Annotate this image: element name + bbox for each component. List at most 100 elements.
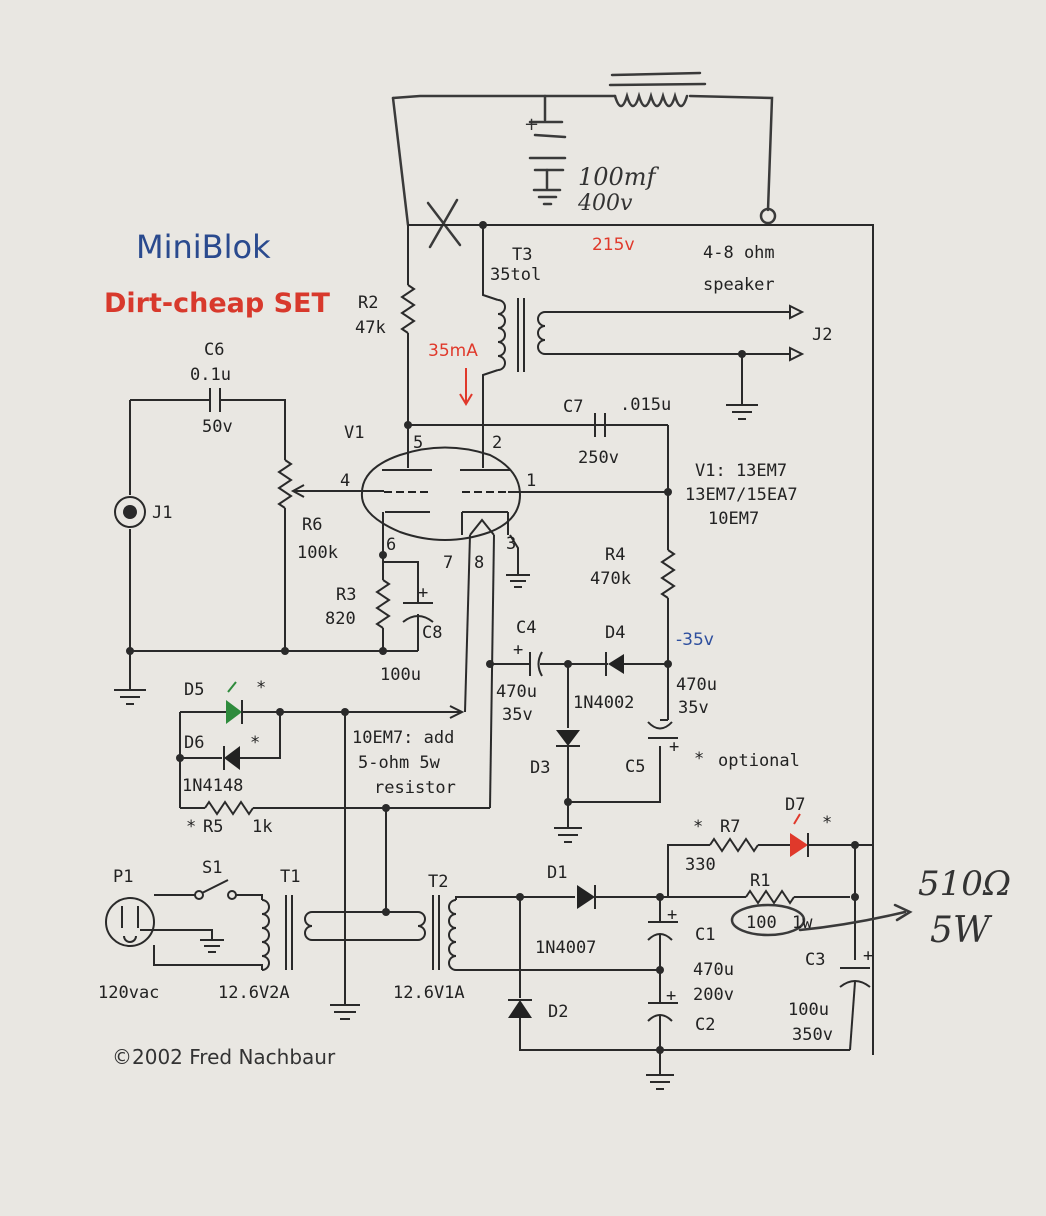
d3-ref: D3	[530, 758, 550, 778]
c2-ref: C2	[695, 1015, 715, 1035]
c3-plus: +	[863, 946, 873, 966]
diagram-subtitle: Dirt-cheap SET	[104, 288, 330, 319]
d7-led-red	[790, 833, 808, 857]
t2-ref: T2	[428, 872, 448, 892]
d5-led-green	[226, 700, 242, 724]
r4-ref: R4	[605, 545, 625, 565]
p1-ref: P1	[113, 867, 133, 887]
r3-value: 820	[325, 609, 356, 629]
bias-voltage: -35v	[676, 630, 714, 650]
d5-ref: D5	[184, 680, 204, 700]
d5-star: *	[256, 678, 266, 698]
tube-types-line3: 10EM7	[708, 509, 759, 529]
c7-value: .015u	[620, 395, 671, 415]
p1-value: 120vac	[98, 983, 159, 1003]
r5-value: 1k	[252, 817, 272, 837]
d7-ref: D7	[785, 795, 805, 815]
hand-resistor-power: 5W	[930, 910, 993, 951]
c6-voltage: 50v	[202, 417, 233, 437]
c1-plus: +	[667, 905, 677, 925]
c7-voltage: 250v	[578, 448, 619, 468]
c3-ref: C3	[805, 950, 825, 970]
c1-ref: C1	[695, 925, 715, 945]
hand-cap-value: 100mf	[578, 163, 660, 191]
hand-plus-mark: +	[524, 114, 539, 135]
s1-ref: S1	[202, 858, 222, 878]
vacuum-tube-v1: V1 5 2 4 1 6 3 7 8 V1: 13EM7 13EM7/15EA7…	[340, 423, 798, 809]
d7-star: *	[822, 813, 832, 833]
cathode-bias-network: + R3 820 C8 100u	[325, 551, 442, 685]
hand-resistor-value: 510Ω	[918, 864, 1011, 904]
output-transformer-t3: T3 35tol 4-8 ohm speaker J2 35mA	[428, 225, 832, 440]
b-plus-voltage: 215v	[592, 235, 635, 255]
d6-star: *	[250, 733, 260, 753]
r7-value: 330	[685, 855, 716, 875]
d2-ref: D2	[548, 1002, 568, 1022]
c5-plus: +	[669, 737, 679, 757]
c4-value: 470u	[496, 682, 537, 702]
mains-input: P1 120vac S1 T1 12.6V2A	[98, 858, 418, 1020]
c4-voltage: 35v	[502, 705, 533, 725]
pin-8: 8	[474, 553, 484, 573]
d1-ref: D1	[547, 863, 567, 883]
pin-1: 1	[526, 471, 536, 491]
r6-ref: R6	[302, 515, 322, 535]
c1-voltage: 200v	[693, 985, 734, 1005]
r5-ref: R5	[203, 817, 223, 837]
r7-ref: R7	[720, 817, 740, 837]
t1-ref: T1	[280, 867, 300, 887]
c5-ref: C5	[625, 757, 645, 777]
c7-ref: C7	[563, 397, 583, 417]
c8-ref: C8	[422, 623, 442, 643]
r4-value: 470k	[590, 569, 631, 589]
tube-types-line1: V1: 13EM7	[695, 461, 787, 481]
c5-voltage: 35v	[678, 698, 709, 718]
d6-value: 1N4148	[182, 776, 243, 796]
c6-ref: C6	[204, 340, 224, 360]
b-plus-rail: R2 47k 215v	[355, 221, 874, 1055]
t2-value: 12.6V1A	[393, 983, 465, 1003]
c8-plus: +	[418, 583, 428, 603]
c4-ref: C4	[516, 618, 536, 638]
d4-ref: D4	[605, 623, 625, 643]
r7-star: *	[693, 817, 703, 837]
plate-current: 35mA	[428, 341, 478, 361]
v1-ref: V1	[344, 423, 364, 443]
diagram-title: MiniBlok	[136, 228, 271, 266]
optional-star: *	[694, 749, 704, 769]
tube-types-line2: 13EM7/15EA7	[685, 485, 798, 505]
r3-ref: R3	[336, 585, 356, 605]
d1-value: 1N4007	[535, 938, 596, 958]
c3-value: 100u	[788, 1000, 829, 1020]
pin-2: 2	[492, 433, 502, 453]
j1-ref: J1	[152, 503, 172, 523]
r6-value: 100k	[297, 543, 338, 563]
pin-4: 4	[340, 471, 350, 491]
note-10em7-line1: 10EM7: add	[352, 728, 454, 748]
pin-7: 7	[443, 553, 453, 573]
pin-6: 6	[386, 535, 396, 555]
hand-cap-voltage: 400v	[577, 191, 633, 216]
t3-ref: T3	[512, 245, 532, 265]
bias-supply: + + C4 470u 35v D4 1N4002 D3 C5 470u 35v…	[486, 618, 800, 843]
note-10em7-line3: resistor	[374, 778, 456, 798]
pin-5: 5	[413, 433, 423, 453]
d4-value: 1N4002	[573, 693, 634, 713]
input-section: C6 0.1u 50v J1 R6 100k	[114, 340, 380, 705]
high-voltage-supply: + + T2 12.6V1A D1 1N4007 D2 C1 470u 200v…	[393, 863, 850, 1090]
r1-ref: R1	[750, 871, 770, 891]
c8-value: 100u	[380, 665, 421, 685]
optional-note: optional	[718, 751, 800, 771]
r1-value: 100	[746, 913, 777, 933]
r2-value: 47k	[355, 318, 386, 338]
c6-value: 0.1u	[190, 365, 231, 385]
c1-value: 470u	[693, 960, 734, 980]
copyright-notice: ©2002 Fred Nachbaur	[112, 1045, 336, 1069]
c3-voltage: 350v	[792, 1025, 833, 1045]
note-10em7-line2: 5-ohm 5w	[358, 753, 441, 773]
feedback-network: C7 .015u 250v R4 470k	[563, 395, 676, 720]
speaker-label-line1: 4-8 ohm	[703, 243, 775, 263]
speaker-label-line2: speaker	[703, 275, 775, 295]
c4-plus: +	[513, 640, 523, 660]
